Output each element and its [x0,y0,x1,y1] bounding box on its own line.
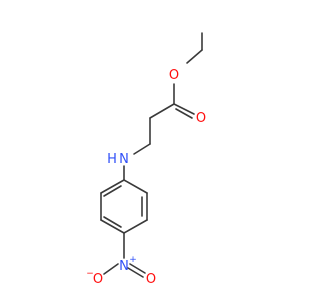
bond-ch2-o [186,49,203,64]
ring-bond-3 [100,219,125,234]
carbonyl-oxygen-label: O [196,111,206,126]
amine-nitrogen-label: N [119,152,129,167]
amine-hydrogen-label: H [107,152,117,167]
nitro-oxygen-top-label: O [146,272,156,287]
ring-bond-1-inner [103,185,122,197]
bond-ch2-n [133,143,151,155]
molecule-structure: O O H N N + O O − [86,32,206,287]
ester-oxygen-label: O [169,68,179,83]
structure-canvas: O O H N N + O O − [86,32,206,287]
bond-carbonyl-double-1 [173,103,195,115]
nitro-nitrogen-label: N [119,259,129,274]
bond-carbonyl-ch2 [149,103,175,119]
ring-bond-4 [123,219,148,234]
ring-bond-3-inner [103,216,122,228]
bond-nitro-o-bottom [103,263,119,275]
nitro-nitrogen-charge: + [129,255,137,265]
nitro-oxygen-bottom-label: O [93,272,103,287]
bond-nitro-o-top-1 [129,263,146,274]
nitro-oxygen-charge: − [86,269,94,279]
bond-nitro-o-top-2 [127,267,144,278]
ring-bond-6 [123,179,148,194]
bond-carbonyl-double-2 [175,108,193,119]
ring-bond-1 [100,179,125,194]
